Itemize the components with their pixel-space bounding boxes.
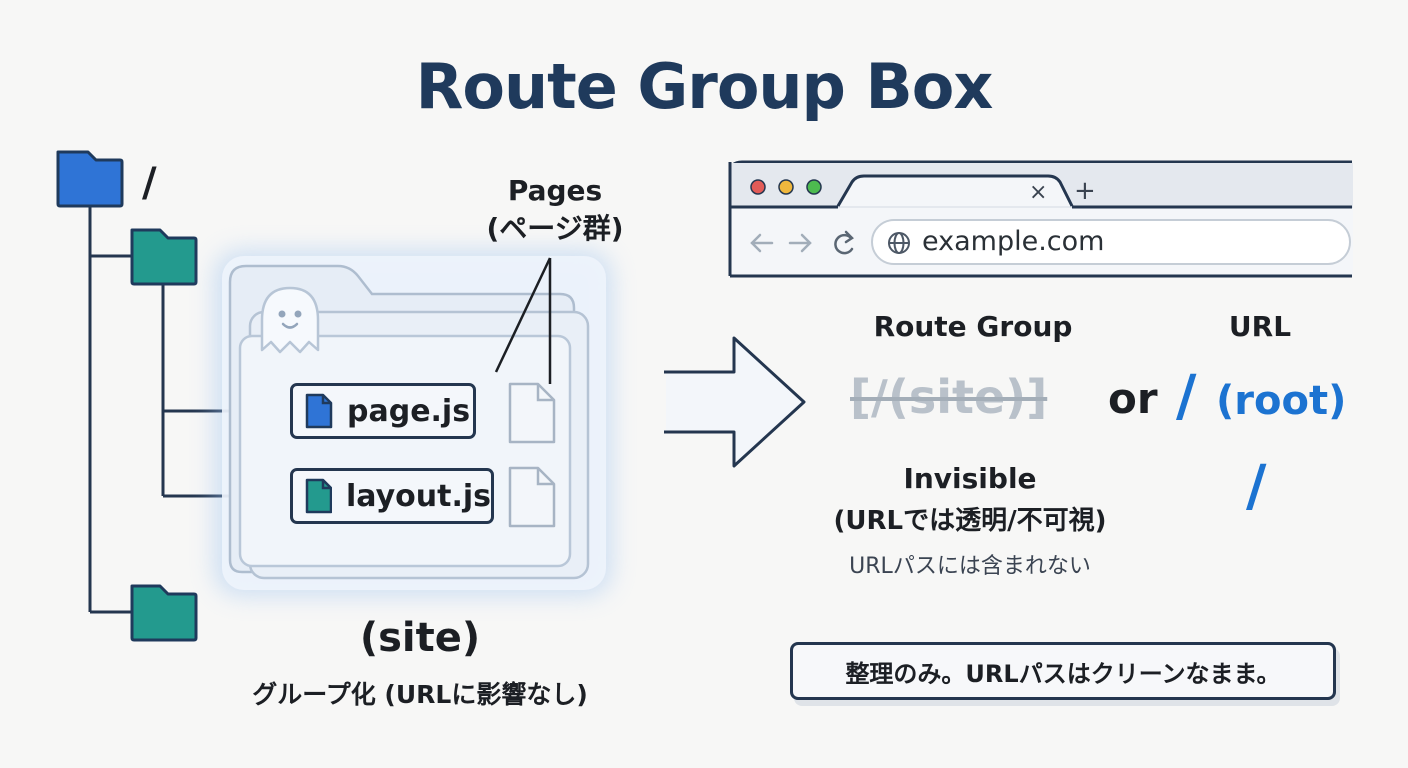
page-file-icon bbox=[508, 382, 556, 444]
child-folder-icon bbox=[130, 228, 198, 286]
file-icon bbox=[305, 478, 332, 514]
diagram-title: Route Group Box bbox=[415, 50, 994, 123]
or-word: or bbox=[1108, 374, 1158, 423]
root-label: / bbox=[142, 160, 157, 206]
back-arrow-icon[interactable] bbox=[750, 233, 774, 253]
maximize-dot[interactable] bbox=[806, 179, 822, 195]
child-folder-icon bbox=[130, 584, 198, 642]
pages-label-line1: Pages bbox=[507, 174, 603, 207]
page-js-label: page.js bbox=[347, 393, 471, 429]
address-bar-url[interactable]: example.com bbox=[922, 226, 1105, 257]
group-name: (site) bbox=[359, 615, 481, 661]
group-description: グループ化 (URLに影響なし) bbox=[252, 680, 588, 709]
reload-icon[interactable] bbox=[834, 230, 854, 255]
route-group-heading: Route Group bbox=[873, 310, 1073, 343]
url-slash: / bbox=[1176, 364, 1197, 429]
route-group-value: [/(site)] bbox=[850, 370, 1048, 424]
summary-note: 整理のみ。URLパスはクリーンなまま。 bbox=[790, 642, 1336, 700]
page-js-file: page.js bbox=[290, 383, 476, 439]
pages-label-line2: (ページ群) bbox=[486, 212, 624, 245]
summary-note-text: 整理のみ。URLパスはクリーンなまま。 bbox=[845, 659, 1281, 688]
layout-js-file: layout.js bbox=[290, 468, 494, 524]
arrow-icon bbox=[640, 336, 806, 468]
invisible-subheading: (URLでは透明/不可視) bbox=[833, 506, 1107, 536]
url-slash-second: / bbox=[1246, 454, 1267, 519]
forward-arrow-icon[interactable] bbox=[788, 233, 812, 253]
invisible-heading: Invisible bbox=[903, 462, 1037, 495]
root-folder-icon bbox=[56, 150, 124, 208]
globe-icon bbox=[888, 232, 910, 254]
invisible-note: URLパスには含まれない bbox=[849, 554, 1091, 579]
close-icon[interactable]: × bbox=[1029, 180, 1048, 205]
close-dot[interactable] bbox=[750, 179, 766, 195]
url-heading: URL bbox=[1228, 310, 1292, 343]
pages-pointer-lines bbox=[494, 257, 552, 384]
file-icon bbox=[305, 393, 333, 429]
plus-icon[interactable]: + bbox=[1074, 176, 1096, 206]
browser-window bbox=[728, 160, 1353, 278]
url-root: (root) bbox=[1216, 378, 1347, 424]
minimize-dot[interactable] bbox=[778, 179, 794, 195]
page-file-icon bbox=[508, 466, 556, 528]
layout-js-label: layout.js bbox=[345, 478, 491, 514]
ghost-icon bbox=[260, 286, 320, 354]
pages-label: Pages (ページ群) bbox=[460, 172, 650, 248]
